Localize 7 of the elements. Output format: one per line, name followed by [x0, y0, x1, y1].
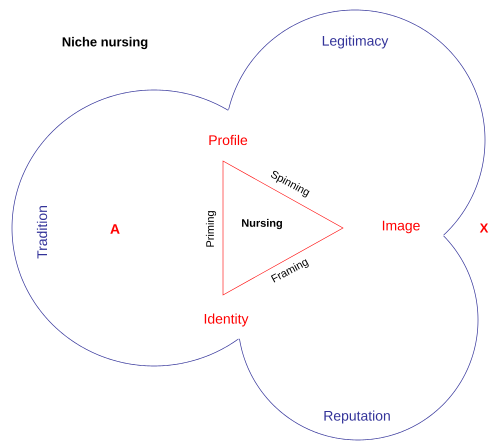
- label: X: [480, 224, 488, 232]
- label: Image: [382, 220, 420, 234]
- label: Profile: [209, 134, 248, 146]
- title: Niche nursing: [62, 36, 148, 50]
- label: A: [110, 224, 120, 234]
- label: Priming: [206, 211, 216, 247]
- label: Identity: [204, 314, 248, 326]
